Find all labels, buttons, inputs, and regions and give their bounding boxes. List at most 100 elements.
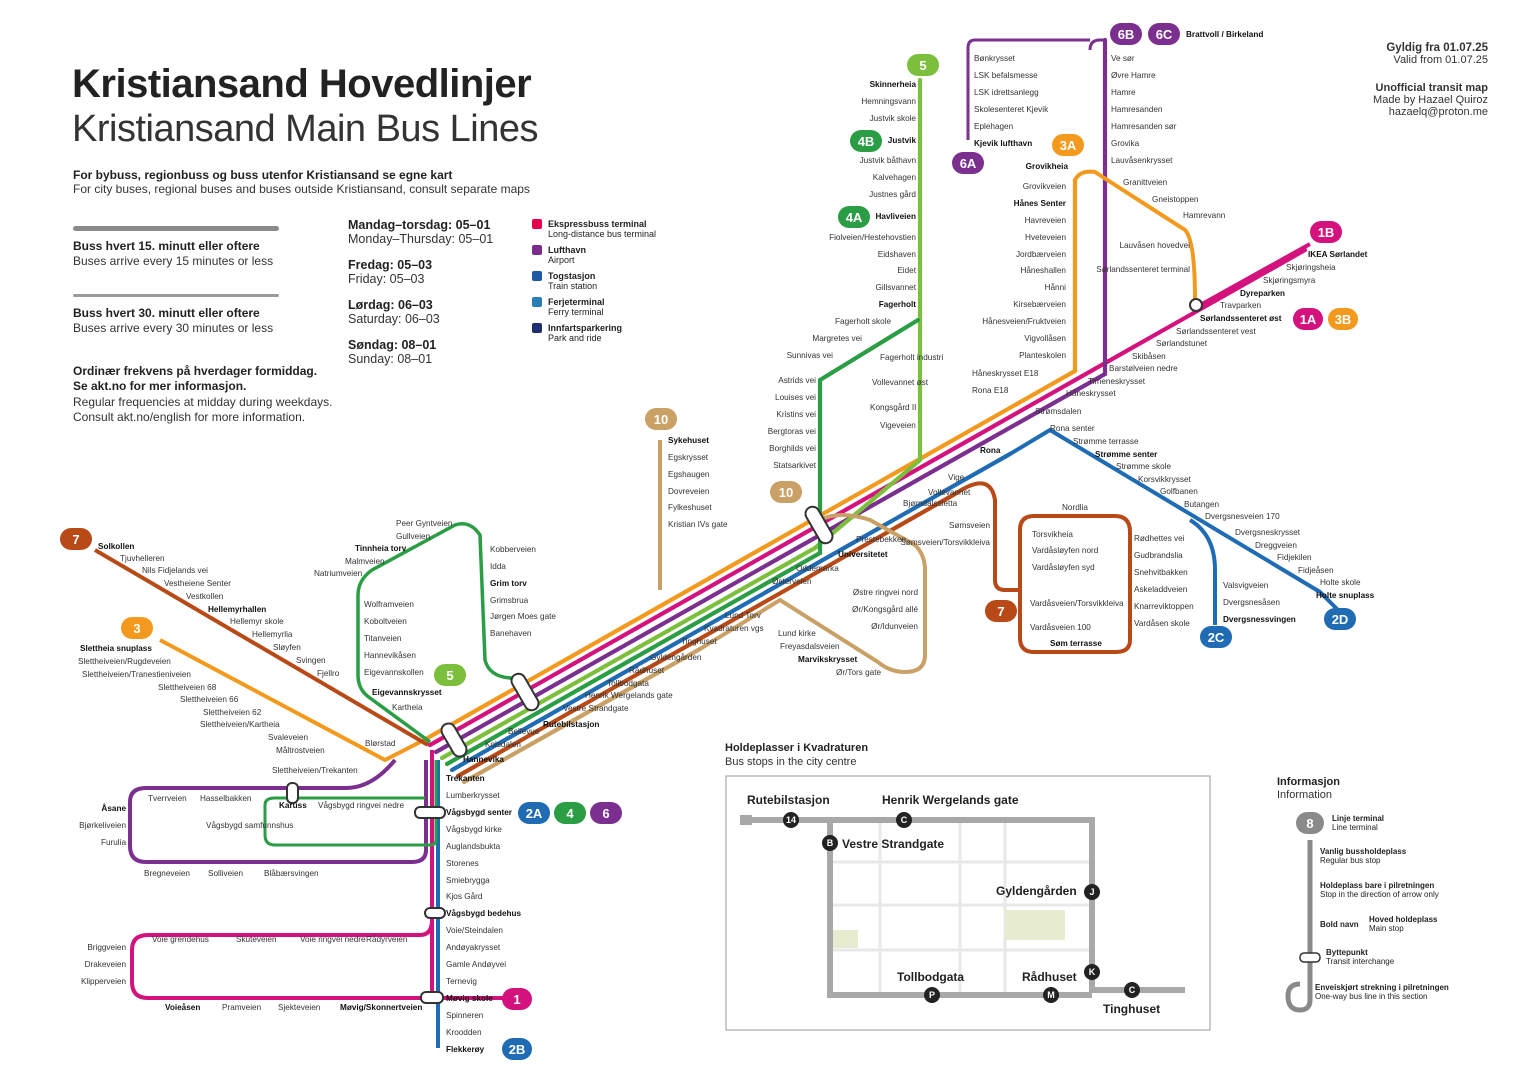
svg-text:Ve sør: Ve sør	[1111, 54, 1135, 63]
line7-trunk	[455, 491, 958, 779]
interchange-vagsbygd-bedehus	[424, 907, 446, 919]
svg-text:J: J	[1089, 887, 1094, 897]
svg-text:Ør/Kongsgård allé: Ør/Kongsgård allé	[852, 604, 918, 614]
freq15-en: Buses arrive every 15 minutes or less	[73, 254, 274, 268]
svg-text:Blåbærsvingen: Blåbærsvingen	[264, 868, 319, 878]
svg-text:Hellemyr skole: Hellemyr skole	[230, 617, 284, 626]
svg-text:Svingen: Svingen	[296, 656, 326, 665]
svg-text:Kongsgård II: Kongsgård II	[870, 402, 916, 412]
svg-text:Regular bus stop: Regular bus stop	[1320, 856, 1381, 865]
badge-1b: 1B	[1310, 221, 1342, 243]
tt-sun-no: Søndag: 08–01	[348, 338, 437, 352]
svg-text:Rona: Rona	[980, 446, 1001, 455]
svg-text:Hellemyrlia: Hellemyrlia	[252, 630, 293, 639]
svg-text:Holdeplass bare i pilretningen: Holdeplass bare i pilretningen	[1320, 881, 1434, 890]
svg-text:Kristian IVs gate: Kristian IVs gate	[668, 520, 728, 529]
svg-text:Skjøringsheia: Skjøringsheia	[1286, 263, 1336, 272]
svg-text:Strømsdalen: Strømsdalen	[1035, 407, 1082, 416]
svg-text:Slettheiveien/Tranestieniveien: Slettheiveien/Tranestieniveien	[82, 670, 191, 679]
svg-text:Håneshallen: Håneshallen	[1020, 265, 1066, 275]
svg-text:Marvikskrysset: Marvikskrysset	[798, 655, 857, 664]
subtitle-norwegian: For bybuss, regionbuss og buss utenfor K…	[73, 168, 453, 182]
svg-text:Statsarkivet: Statsarkivet	[773, 461, 816, 470]
svg-text:Hannevika: Hannevika	[463, 755, 504, 764]
svg-text:3: 3	[133, 621, 140, 636]
svg-text:Eplehagen: Eplehagen	[974, 122, 1014, 131]
svg-text:C: C	[901, 815, 908, 825]
ordinary-no-2: Se akt.no for mer informasjon.	[73, 379, 247, 393]
svg-text:Askeladdveien: Askeladdveien	[1134, 585, 1188, 594]
svg-text:Stop in the direction of arrow: Stop in the direction of arrow only	[1320, 890, 1439, 899]
svg-text:Drakeveien: Drakeveien	[85, 960, 127, 969]
svg-text:Havreveien: Havreveien	[1025, 216, 1067, 225]
svg-text:Kobberveien: Kobberveien	[490, 545, 536, 554]
svg-text:Vigvollåsen: Vigvollåsen	[1024, 333, 1066, 343]
svg-text:Vågsbygd kirke: Vågsbygd kirke	[446, 824, 502, 834]
svg-text:Åsane: Åsane	[101, 803, 126, 813]
ordinary-en-2: Consult akt.no/english for more informat…	[73, 410, 306, 424]
svg-text:M: M	[1047, 990, 1055, 1000]
svg-text:Spinneren: Spinneren	[446, 1011, 484, 1020]
badge-2b: 2B	[502, 1038, 532, 1060]
svg-text:Byttepunkt: Byttepunkt	[1326, 948, 1368, 957]
svg-text:7: 7	[997, 604, 1004, 619]
svg-text:Vardåsløyfen nord: Vardåsløyfen nord	[1032, 545, 1099, 555]
svg-text:Strømme terrasse: Strømme terrasse	[1073, 437, 1139, 446]
svg-text:Titanveien: Titanveien	[364, 634, 402, 643]
badge-5-top: 5	[907, 54, 939, 76]
svg-text:Hånes Senter: Hånes Senter	[1014, 198, 1067, 208]
svg-text:2D: 2D	[1332, 612, 1349, 627]
trunk-corridor	[421, 37, 1308, 785]
svg-text:Rødhettes vei: Rødhettes vei	[1134, 534, 1185, 543]
svg-text:Prestebekken: Prestebekken	[856, 535, 907, 544]
svg-text:7: 7	[72, 532, 79, 547]
svg-text:Måltrostveien: Måltrostveien	[276, 745, 325, 755]
svg-text:Vanlig bussholdeplass: Vanlig bussholdeplass	[1320, 847, 1407, 856]
svg-text:Sykehuset: Sykehuset	[668, 436, 709, 445]
ferry-icon	[532, 297, 542, 307]
interchange-markers	[286, 298, 1203, 1004]
svg-text:Fylkeshuset: Fylkeshuset	[668, 503, 712, 512]
svg-text:3B: 3B	[1335, 312, 1352, 327]
svg-text:Slettheiveien/Rugdeveien: Slettheiveien/Rugdeveien	[78, 657, 171, 666]
title-english: Kristiansand Main Bus Lines	[72, 108, 538, 150]
svg-text:Information: Information	[1277, 789, 1332, 801]
svg-text:Grimsbrua: Grimsbrua	[490, 596, 529, 605]
svg-text:Hasselbakken: Hasselbakken	[200, 794, 252, 803]
svg-text:Henrik Wergelands gate: Henrik Wergelands gate	[585, 691, 673, 700]
svg-text:Jordbærveien: Jordbærveien	[1016, 250, 1067, 259]
line2-east	[1008, 427, 1342, 614]
svg-text:Sørlandssenteret øst: Sørlandssenteret øst	[1200, 314, 1282, 323]
svg-text:Grovikveien: Grovikveien	[1023, 182, 1067, 191]
svg-text:Dyreparken: Dyreparken	[1240, 289, 1285, 298]
svg-text:Hånni: Hånni	[1045, 282, 1067, 292]
svg-text:Nordlia: Nordlia	[1062, 503, 1088, 512]
svg-text:Voieåsen: Voieåsen	[165, 1002, 200, 1012]
svg-text:Sunnivas vei: Sunnivas vei	[787, 351, 834, 360]
svg-text:Dvergsnesveien 170: Dvergsnesveien 170	[1205, 512, 1280, 521]
parking-icon	[532, 323, 542, 333]
badge-6a: 6A	[952, 152, 984, 174]
svg-text:Vigeveien: Vigeveien	[880, 421, 916, 430]
svg-text:Tinghuset: Tinghuset	[1103, 1002, 1160, 1016]
svg-text:Skibåsen: Skibåsen	[1132, 351, 1166, 361]
svg-text:Klipperveien: Klipperveien	[81, 977, 127, 986]
svg-text:6: 6	[602, 806, 609, 821]
svg-text:Sørlandssenteret vest: Sørlandssenteret vest	[1176, 327, 1256, 336]
svg-text:Voie/Steindalen: Voie/Steindalen	[446, 926, 503, 935]
svg-text:Strømme skole: Strømme skole	[1116, 462, 1171, 471]
svg-text:Hveteveien: Hveteveien	[1025, 233, 1066, 242]
interchange-hannevika	[440, 722, 468, 758]
svg-text:Havliveien: Havliveien	[875, 212, 916, 221]
svg-text:Idda: Idda	[490, 562, 506, 571]
svg-text:1A: 1A	[1300, 312, 1317, 327]
svg-text:1: 1	[513, 992, 520, 1007]
svg-text:Vollevannet: Vollevannet	[928, 488, 971, 497]
line1-trunk	[427, 247, 1308, 748]
interchange-sorlandssenteret	[1189, 298, 1203, 312]
svg-text:Briggveien: Briggveien	[87, 943, 126, 952]
validity: Gyldig fra 01.07.25 Valid from 01.07.25 …	[1373, 42, 1488, 118]
svg-text:Kartheia: Kartheia	[392, 703, 423, 712]
frequency-bar-30	[73, 294, 279, 297]
svg-text:Tjuvhelleren: Tjuvhelleren	[120, 554, 165, 563]
